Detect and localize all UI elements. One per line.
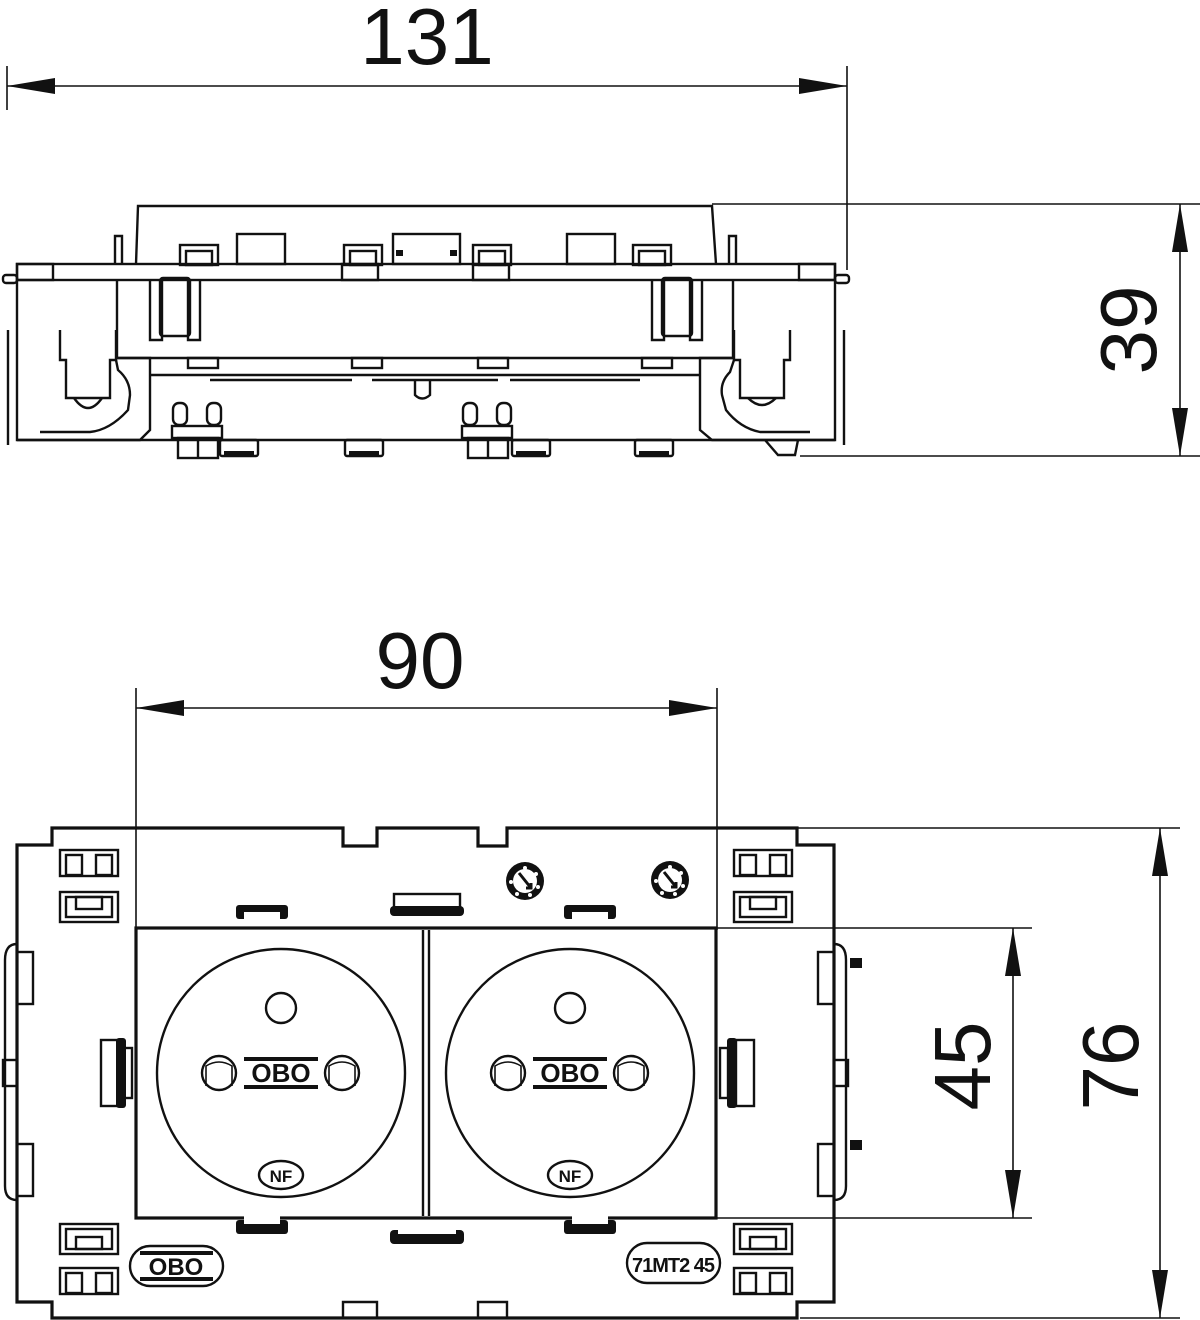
part-number-badge: 71MT2 45 (625, 1241, 722, 1285)
dimension-label-131: 131 (360, 0, 493, 81)
screw-icon (506, 862, 544, 900)
bottom-terminal (170, 401, 224, 460)
socket-outlet: OBO NF (444, 947, 696, 1199)
dimension-label-45: 45 (918, 1022, 1007, 1111)
nf-mark: NF (270, 1167, 293, 1186)
corner-clip (732, 848, 794, 924)
front-view: OBO NF OBO NF OBO 71MT2 45 (1, 826, 862, 1320)
side-view (1, 204, 851, 460)
socket-outlet: OBO NF (155, 947, 407, 1199)
retaining-tab (236, 892, 616, 1244)
dimension-45: 45 (717, 927, 1032, 1219)
socket-logo: OBO (540, 1058, 599, 1088)
obo-logo: OBO (128, 1244, 225, 1288)
screw-icon (651, 861, 689, 899)
dimension-90: 90 (135, 616, 718, 930)
socket-logo: OBO (251, 1058, 310, 1088)
dimension-label-90: 90 (376, 616, 465, 705)
corner-clip (58, 848, 120, 924)
svg-text:OBO: OBO (149, 1254, 204, 1281)
dimension-39: 39 (712, 203, 1200, 457)
nf-mark: NF (559, 1167, 582, 1186)
dimension-131: 131 (6, 0, 848, 270)
svg-text:71MT2 45: 71MT2 45 (632, 1255, 715, 1277)
bottom-terminal (460, 401, 514, 460)
corner-clip (732, 1222, 794, 1296)
corner-clip (58, 1222, 120, 1296)
dimension-label-39: 39 (1084, 286, 1173, 375)
dimension-label-76: 76 (1066, 1022, 1155, 1111)
